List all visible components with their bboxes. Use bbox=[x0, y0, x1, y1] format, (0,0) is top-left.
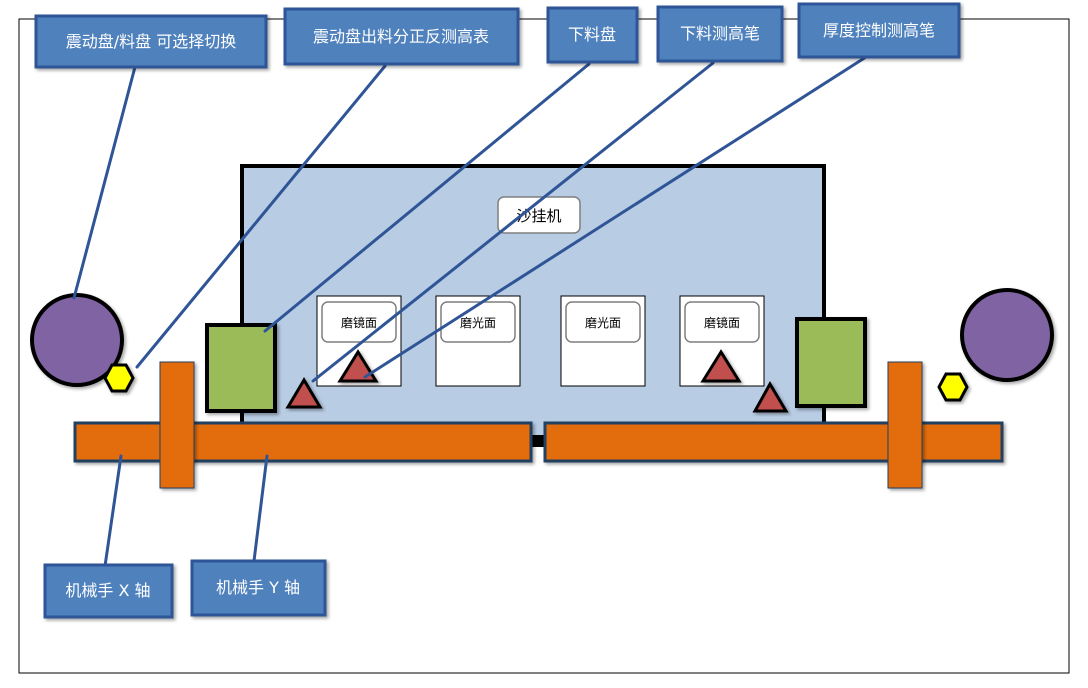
rail-connector bbox=[528, 435, 548, 447]
callout-thickness-height-pen: 厚度控制测高笔 bbox=[797, 2, 961, 59]
station-label: 磨镜面 bbox=[704, 315, 740, 330]
callout-label: 震动盘/料盘 可选择切换 bbox=[66, 32, 236, 51]
right-vibratory-bowl bbox=[960, 288, 1054, 382]
left-vibratory-bowl bbox=[30, 293, 124, 387]
height-pen-triangle bbox=[752, 380, 789, 413]
height-pen-triangle bbox=[285, 377, 323, 409]
right-rail bbox=[543, 421, 1004, 463]
callout-x-axis: 机械手 X 轴 bbox=[43, 563, 174, 619]
callout-label: 机械手 Y 轴 bbox=[216, 578, 300, 597]
station: 磨镜面 bbox=[679, 295, 765, 387]
callout-label: 机械手 X 轴 bbox=[65, 581, 150, 600]
height-pen-triangle bbox=[337, 349, 379, 383]
machine-label: 沙挂机 bbox=[516, 207, 561, 225]
right-carriage bbox=[887, 361, 923, 489]
callout-orientation-gauge: 震动盘出料分正反测高表 bbox=[283, 7, 520, 66]
callout-vibratory-bowl: 震动盘/料盘 可选择切换 bbox=[34, 14, 268, 69]
right-tray bbox=[795, 317, 867, 408]
station-label: 磨光面 bbox=[585, 316, 621, 330]
callout-label: 厚度控制测高笔 bbox=[823, 21, 935, 40]
station-label: 磨光面 bbox=[460, 316, 496, 330]
diagram-border bbox=[18, 18, 1070, 674]
station: 磨光面 bbox=[560, 295, 646, 387]
height-pen-triangle bbox=[700, 349, 742, 383]
left-carriage bbox=[159, 361, 195, 489]
left-rail bbox=[73, 421, 533, 463]
leader-lines bbox=[72, 55, 868, 568]
callout-label: 下料盘 bbox=[568, 25, 616, 44]
station: 磨光面 bbox=[435, 295, 521, 387]
callout-unload-height-pen: 下料测高笔 bbox=[656, 5, 784, 63]
callout-label: 震动盘出料分正反测高表 bbox=[313, 27, 489, 46]
left-tray bbox=[205, 323, 277, 413]
station: 磨镜面 bbox=[316, 295, 402, 387]
machine-label-box bbox=[497, 196, 581, 234]
callout-y-axis: 机械手 Y 轴 bbox=[190, 559, 327, 617]
left-feed-hexagon bbox=[103, 363, 135, 393]
right-feed-hexagon bbox=[937, 372, 969, 402]
callout-label: 下料测高笔 bbox=[680, 24, 760, 43]
station-label: 磨镜面 bbox=[341, 315, 377, 330]
callout-unload-tray: 下料盘 bbox=[546, 6, 639, 64]
